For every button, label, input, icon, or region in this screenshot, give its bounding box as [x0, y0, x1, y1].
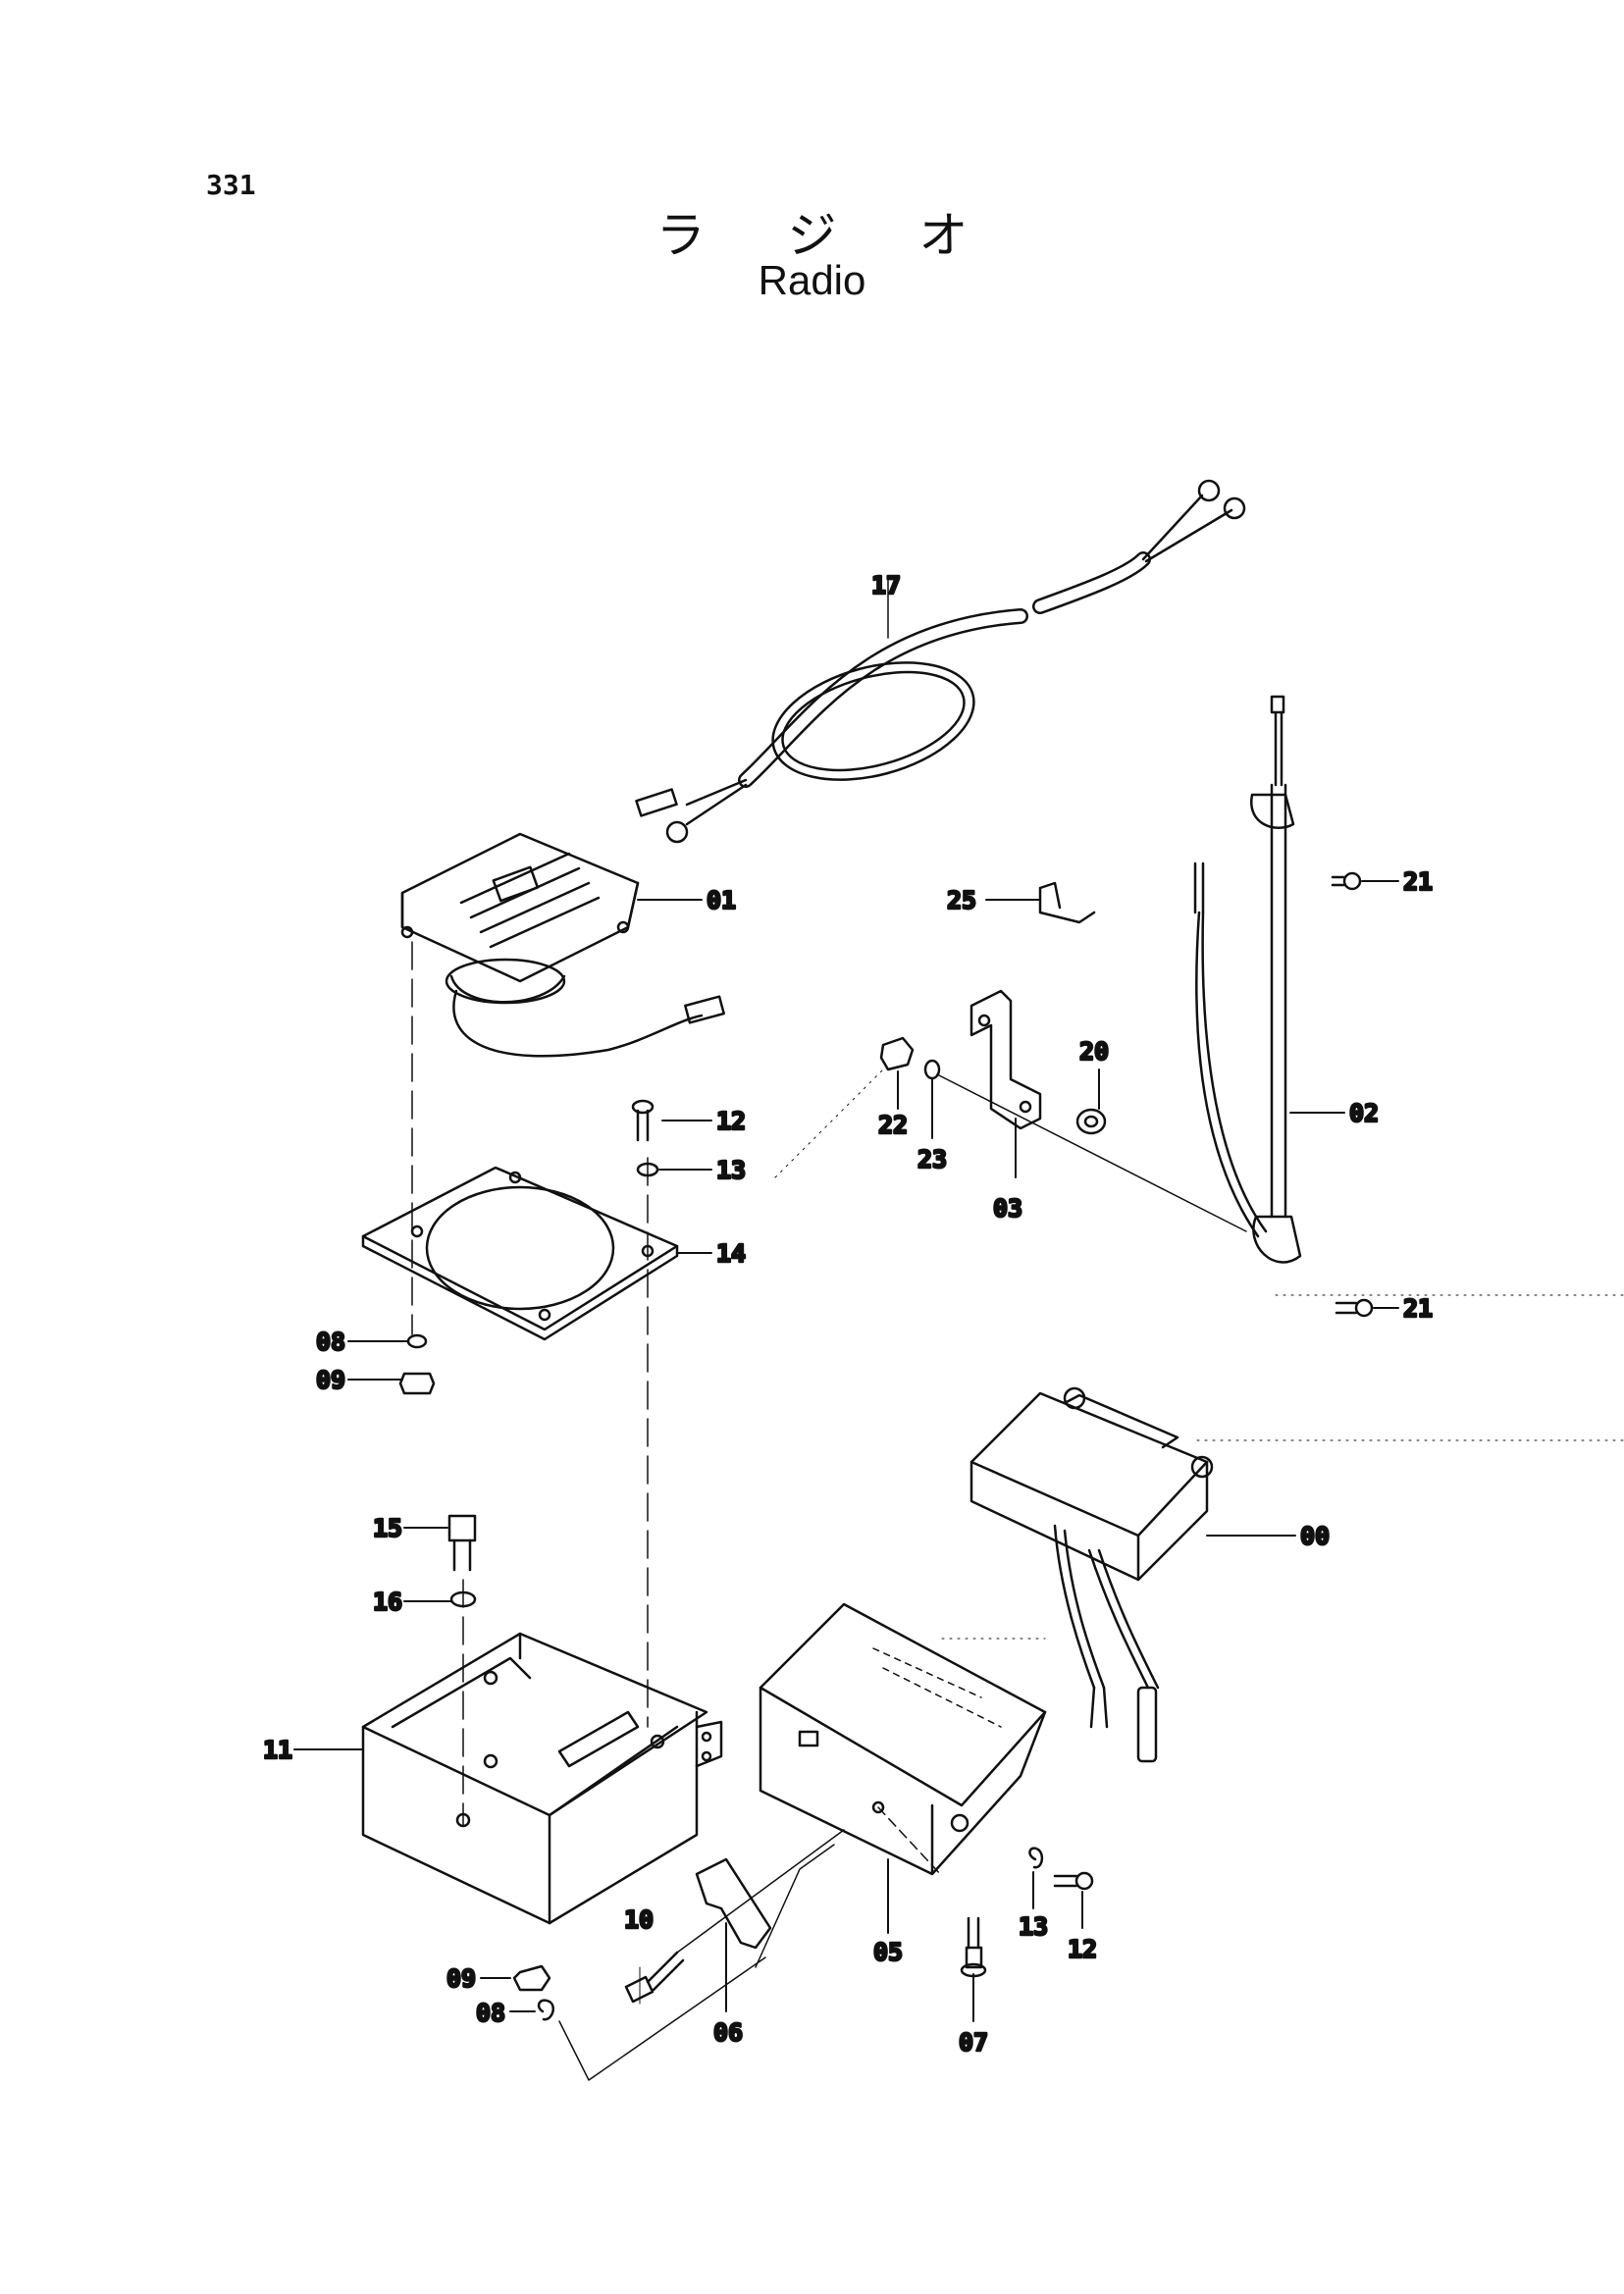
callout-11: 11: [263, 1736, 292, 1764]
callout-08-lower: 08: [476, 1999, 505, 2027]
callout-leaders: [293, 880, 1399, 2022]
part-13-washer-upper: [636, 1162, 659, 1177]
callout-12-lower: 12: [1068, 1935, 1097, 1963]
part-07-screw: [960, 1916, 987, 1978]
callout-12-upper: 12: [716, 1107, 746, 1135]
callout-21-upper: 21: [1403, 867, 1433, 896]
case-axis-line-05: [877, 1806, 943, 1877]
part-03-bracket: [969, 989, 1042, 1130]
part-06-l-bracket: [695, 1857, 772, 1950]
callout-14: 14: [716, 1239, 746, 1268]
part-15-bolt: [447, 1514, 477, 1572]
part-00-radio-unit: [969, 1386, 1214, 1763]
callout-03: 03: [993, 1194, 1022, 1223]
callout-20: 20: [1079, 1037, 1109, 1066]
callout-09-upper: 09: [316, 1366, 345, 1394]
part-09-nut-upper: [398, 1372, 436, 1395]
callout-13-upper: 13: [716, 1156, 746, 1184]
part-20-grommet: [1075, 1108, 1107, 1135]
part-11-box-bracket: [361, 1632, 723, 1925]
part-14-mounting-plate: [361, 1166, 679, 1341]
callout-01: 01: [707, 886, 736, 914]
part-21-screw-upper: [1331, 871, 1362, 891]
part-13-washer-lower: [1028, 1847, 1044, 1869]
dotted-reference-lines: [774, 1069, 1624, 1640]
bracket-axis-line: [936, 1073, 1247, 1232]
page-number: 331: [206, 169, 256, 201]
callout-08-upper: 08: [316, 1328, 345, 1356]
title-english: Radio: [758, 257, 866, 303]
callout-labels: 17 01 25 21 20 02 12 13 22 23 03 14 21 0…: [262, 570, 1435, 2059]
part-08-washer-lower: [537, 1999, 554, 2021]
part-25-clip: [1038, 881, 1096, 924]
title-japanese: ラ ジ オ: [655, 207, 1002, 264]
part-23-washer: [923, 1059, 941, 1080]
part-10-bolt: [624, 1951, 685, 2004]
part-01-speaker: [400, 832, 725, 1058]
callout-06: 06: [713, 2018, 743, 2047]
part-21-screw-lower: [1335, 1298, 1374, 1318]
callout-22: 22: [878, 1111, 908, 1139]
assembly-center-lines: [411, 941, 649, 1826]
callout-16: 16: [373, 1588, 402, 1616]
part-02-antenna: [1193, 695, 1302, 1264]
part-09-nut-lower: [512, 1964, 551, 1992]
callout-07: 07: [959, 2028, 988, 2057]
part-05-radio-case: [759, 1602, 1047, 1876]
callout-15: 15: [373, 1514, 402, 1542]
callout-02: 02: [1349, 1099, 1379, 1127]
callout-17: 17: [871, 571, 901, 600]
callout-00: 00: [1300, 1522, 1330, 1550]
callout-09-lower: 09: [446, 1964, 476, 1993]
bottom-assembly-lines: [558, 1829, 845, 2081]
part-08-washer-upper: [406, 1333, 428, 1349]
part-16-washer: [449, 1590, 477, 1608]
part-12-screw-upper: [631, 1099, 655, 1142]
callout-13-lower: 13: [1019, 1912, 1048, 1941]
callout-21-lower: 21: [1403, 1294, 1433, 1323]
callout-05: 05: [873, 1938, 903, 1966]
part-12-screw-lower: [1053, 1871, 1094, 1891]
callout-10: 10: [624, 1905, 654, 1934]
part-17-wire-harness: [635, 479, 1246, 844]
callout-25: 25: [947, 886, 976, 914]
callout-23: 23: [917, 1145, 947, 1173]
part-22-nut: [879, 1036, 915, 1071]
